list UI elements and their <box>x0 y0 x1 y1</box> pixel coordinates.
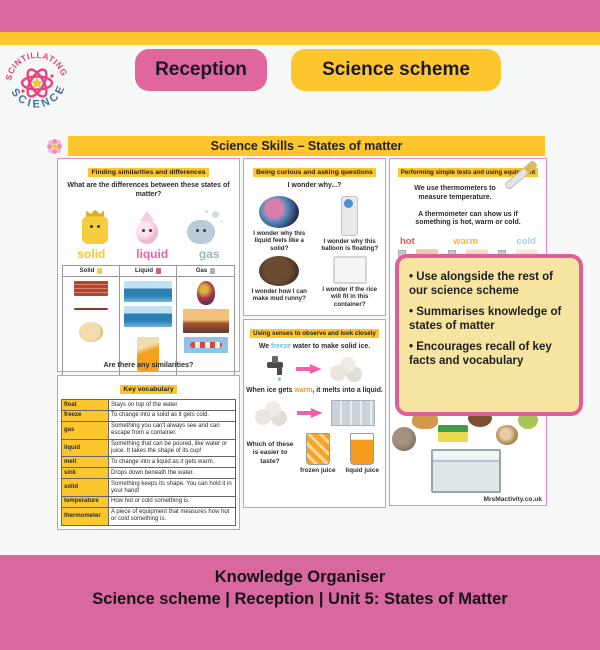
solid-examples-cell <box>63 276 120 381</box>
gas-label: gas <box>198 246 220 261</box>
juice-cups: frozen juice liquid juice <box>300 433 379 474</box>
atom-icon <box>20 68 54 98</box>
hot-air-balloon-photo <box>196 280 215 305</box>
rice-container-photo <box>332 255 367 284</box>
shell-photo <box>496 425 518 445</box>
melting-ice-tray-photo <box>330 400 375 426</box>
windsock-photo <box>183 336 228 353</box>
section-header-similarities: Finding similarities and differences <box>88 168 209 177</box>
liquid-label: liquid <box>136 246 169 261</box>
frozen-juice-item: frozen juice <box>300 433 336 474</box>
sponge-photo <box>438 425 468 442</box>
warm-label: warm <box>453 236 479 247</box>
callout-bullet-2: Summarises knowledge of states of matter <box>409 305 569 333</box>
hot-label: hot <box>400 236 415 247</box>
windmill-sunset-photo <box>182 308 229 333</box>
solid-icon <box>97 267 103 274</box>
table-header-gas: Gas <box>177 266 234 277</box>
slime-photo <box>259 195 300 228</box>
footer-line-2: Science scheme | Reception | Unit 5: Sta… <box>92 589 508 608</box>
badge-science-scheme[interactable]: Science scheme <box>291 49 501 91</box>
stick-photo <box>74 307 108 310</box>
list-item: I wonder why this balloon is floating? <box>315 195 386 253</box>
gas-character-icon <box>186 210 219 244</box>
solid-character-icon <box>82 215 109 244</box>
freeze-sentence: We freeze water to make solid ice. <box>258 343 371 350</box>
flower-icon <box>47 139 61 153</box>
gas-examples-cell <box>177 277 234 381</box>
melt-sentence: When ice gets warm, it melts into a liqu… <box>246 387 383 394</box>
taste-question-row: Which of these is easier to taste? froze… <box>244 433 385 474</box>
liquid-juice-item: liquid juice <box>346 433 379 474</box>
section-using-senses: Using senses to observe and look closely… <box>243 319 386 508</box>
differences-question: What are the differences between these s… <box>67 182 230 198</box>
callout-bullet-3: Encourages recall of key facts and vocab… <box>409 340 569 368</box>
mud-photo <box>259 255 300 286</box>
tap-photo <box>266 356 288 382</box>
sea-photo <box>124 280 172 302</box>
section-header-curious: Being curious and asking questions <box>253 168 376 177</box>
footer: Knowledge Organiser Science scheme | Rec… <box>0 567 600 611</box>
right-arrow-icon <box>296 408 323 418</box>
similarities-question: Are there any similarities? <box>103 360 194 369</box>
ice-photo-2 <box>254 399 289 427</box>
state-characters <box>68 208 229 244</box>
callout-bullet-1: Use alongside the rest of our science sc… <box>409 270 569 298</box>
freeze-flow <box>244 354 385 384</box>
liquid-icon <box>156 267 161 274</box>
gas-icon <box>210 267 216 274</box>
list-item: I wonder if the rice will fit in this co… <box>315 255 386 308</box>
list-item: I wonder why this liquid feels like a so… <box>244 195 315 253</box>
footer-line-1: Knowledge Organiser <box>214 568 386 586</box>
solid-label: solid <box>77 246 106 261</box>
ice-photo <box>329 355 364 383</box>
liquid-juice-photo <box>350 433 375 465</box>
coin-photo <box>392 427 416 451</box>
wonder-grid: I wonder why this liquid feels like a so… <box>244 193 385 308</box>
thermometer-text-2: A thermometer can show us if something i… <box>415 210 521 227</box>
pouring-juice-photo <box>137 336 159 371</box>
scintillating-science-logo[interactable]: SCINTILLATING SCIENCE <box>4 46 70 118</box>
right-arrow-icon <box>295 364 322 374</box>
vocab-header: Key vocabulary <box>120 385 177 394</box>
table-header-solid: Solid <box>63 265 120 277</box>
cold-label: cold <box>516 236 536 247</box>
callout-box: Use alongside the rest of our science sc… <box>395 254 583 416</box>
state-labels: solid liquid gas <box>62 247 235 261</box>
section-header-senses: Using senses to observe and look closely <box>250 329 379 338</box>
temperature-labels: hot warm cold <box>400 236 536 247</box>
bread-photo <box>79 321 103 342</box>
badge-reception[interactable]: Reception <box>135 49 267 91</box>
water-container-photo <box>431 449 501 493</box>
liquid-character-icon <box>136 219 159 244</box>
brick-photo <box>74 280 108 296</box>
section-similarities: Finding similarities and differences Wha… <box>57 158 240 382</box>
frozen-juice-photo <box>305 433 330 465</box>
section-header-tests: Performing simple tests and using equipm… <box>397 168 539 177</box>
list-item: I wonder how I can make mud runny? <box>244 255 315 308</box>
thermometer-text: We use thermometers to measure temperatu… <box>414 185 496 201</box>
poster-title: Science Skills – States of matter <box>68 136 545 156</box>
table-header-liquid: Liquid <box>120 265 177 277</box>
melt-flow <box>244 398 385 428</box>
liquid-examples-cell <box>120 276 177 381</box>
section-curious-questions: Being curious and asking questions I won… <box>243 158 386 316</box>
taste-question: Which of these is easier to taste? <box>246 441 294 465</box>
top-yellow-stripe <box>0 32 600 45</box>
balloon-in-tube-photo <box>341 195 359 236</box>
watermark: MrsMactivity.co.uk <box>483 496 542 503</box>
wonder-intro: I wonder why...? <box>287 182 342 189</box>
sea-photo-2 <box>124 305 172 327</box>
